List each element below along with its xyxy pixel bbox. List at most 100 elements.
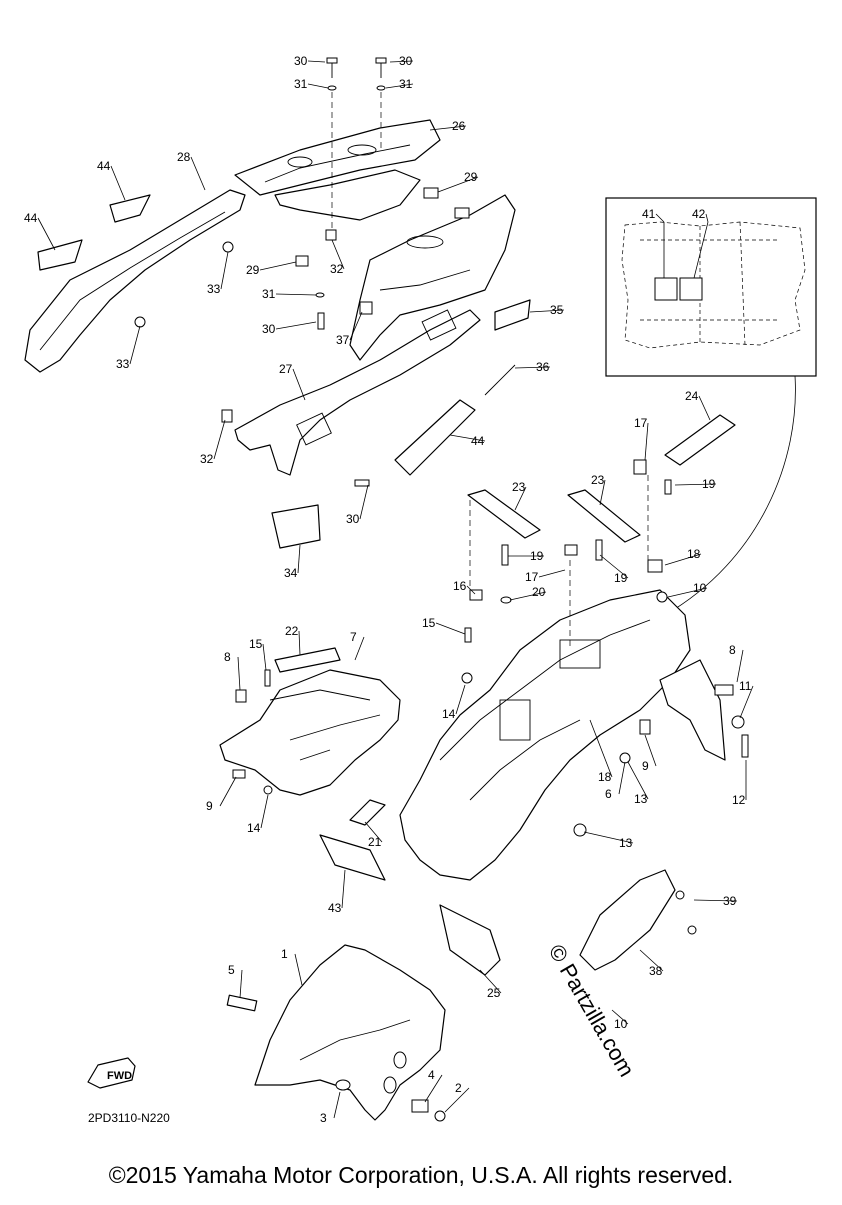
leader-line-44c bbox=[449, 434, 486, 442]
callout-29a: 29 bbox=[464, 170, 478, 184]
leader-line-43 bbox=[341, 869, 346, 909]
leader-line-32b bbox=[213, 419, 226, 460]
leader-line-18a bbox=[664, 553, 702, 566]
callout-17a: 17 bbox=[634, 416, 648, 430]
callout-27: 27 bbox=[279, 362, 293, 376]
callout-11: 11 bbox=[739, 679, 752, 693]
callout-43: 43 bbox=[328, 901, 342, 915]
callout-36: 36 bbox=[536, 360, 550, 374]
callout-8b: 8 bbox=[729, 643, 736, 657]
leader-line-33b bbox=[129, 325, 141, 365]
leader-line-8b bbox=[736, 649, 744, 683]
callout-22: 22 bbox=[285, 624, 299, 638]
leader-line-19a bbox=[674, 483, 717, 486]
callout-23a: 23 bbox=[512, 480, 526, 494]
callout-15a: 15 bbox=[422, 616, 436, 630]
leader-line-9a bbox=[644, 734, 657, 767]
leader-line-21 bbox=[364, 821, 383, 843]
leader-line-13a bbox=[627, 761, 649, 800]
callout-10b: 10 bbox=[614, 1017, 628, 1031]
leader-line-14a bbox=[455, 684, 466, 715]
callout-8a: 8 bbox=[224, 650, 231, 664]
decal-shapes bbox=[37, 194, 531, 549]
callout-33b: 33 bbox=[116, 357, 130, 371]
inset-detail-box bbox=[605, 197, 817, 616]
callout-2: 2 bbox=[455, 1081, 462, 1095]
callout-29b: 29 bbox=[246, 263, 260, 277]
callout-34: 34 bbox=[284, 566, 298, 580]
callout-20: 20 bbox=[532, 585, 546, 599]
reference-code: 2PD3110-N220 bbox=[88, 1111, 170, 1125]
fwd-arrow-icon: FWD bbox=[87, 1057, 136, 1089]
callout-13a: 13 bbox=[634, 792, 648, 806]
leader-line-30b bbox=[389, 60, 414, 63]
leader-line-17a bbox=[644, 422, 649, 461]
callout-17b: 17 bbox=[525, 570, 539, 584]
copyright-notice: ©2015 Yamaha Motor Corporation, U.S.A. A… bbox=[108, 1162, 734, 1188]
callout-16: 16 bbox=[453, 579, 467, 593]
straps-and-brackets bbox=[461, 414, 749, 935]
callout-19b: 19 bbox=[530, 549, 544, 563]
leader-line-6 bbox=[618, 761, 626, 795]
leader-line-29b bbox=[259, 261, 297, 271]
leader-line-16 bbox=[466, 585, 476, 595]
leader-line-3 bbox=[333, 1091, 341, 1119]
callout-9a: 9 bbox=[642, 759, 649, 773]
callout-37: 37 bbox=[336, 333, 350, 347]
callout-28: 28 bbox=[177, 150, 191, 164]
leader-line-30c bbox=[275, 321, 317, 330]
front-fender bbox=[226, 944, 446, 1122]
leader-line-4 bbox=[424, 1074, 443, 1103]
leader-line-44b bbox=[37, 217, 56, 251]
callout-14b: 14 bbox=[247, 821, 261, 835]
leader-line-14b bbox=[260, 794, 269, 829]
callout-30d: 30 bbox=[346, 512, 360, 526]
leader-line-34 bbox=[297, 544, 301, 574]
callout-31c: 31 bbox=[262, 287, 276, 301]
callout-3: 3 bbox=[320, 1111, 327, 1125]
leader-line-23a bbox=[514, 486, 527, 511]
callout-12: 12 bbox=[732, 793, 746, 807]
callout-10a: 10 bbox=[693, 581, 707, 595]
leader-line-2 bbox=[444, 1087, 470, 1113]
callout-18b: 18 bbox=[598, 770, 612, 784]
battery-box bbox=[219, 647, 401, 826]
leader-line-29a bbox=[437, 176, 479, 193]
leader-line-33a bbox=[220, 251, 229, 290]
callout-38: 38 bbox=[649, 964, 663, 978]
callout-9b: 9 bbox=[206, 799, 213, 813]
leader-line-24 bbox=[698, 395, 711, 421]
callout-19c: 19 bbox=[614, 571, 628, 585]
leader-line-26 bbox=[429, 125, 467, 131]
callout-21: 21 bbox=[368, 835, 382, 849]
callout-31b: 31 bbox=[399, 77, 413, 91]
leader-line-41 bbox=[655, 213, 665, 223]
callout-33a: 33 bbox=[207, 282, 221, 296]
rear-cowl-assembly bbox=[24, 119, 516, 476]
callout-13b: 13 bbox=[619, 836, 633, 850]
callout-25: 25 bbox=[487, 986, 501, 1000]
leader-line-35 bbox=[529, 309, 565, 313]
callout-19a: 19 bbox=[702, 477, 716, 491]
callout-4: 4 bbox=[428, 1068, 435, 1082]
leader-line-9b bbox=[219, 776, 237, 807]
callout-44a: 44 bbox=[97, 159, 111, 173]
leader-line-30d bbox=[359, 484, 369, 520]
callout-14a: 14 bbox=[442, 707, 456, 721]
callout-39: 39 bbox=[723, 894, 737, 908]
leader-line-37 bbox=[349, 311, 363, 341]
callout-18a: 18 bbox=[687, 547, 701, 561]
callout-30b: 30 bbox=[399, 54, 413, 68]
callout-31a: 31 bbox=[294, 77, 308, 91]
leader-line-5 bbox=[239, 969, 243, 999]
callout-24: 24 bbox=[685, 389, 699, 403]
leader-line-18b bbox=[589, 719, 613, 778]
fwd-label: FWD bbox=[107, 1070, 132, 1082]
callout-5: 5 bbox=[228, 963, 235, 977]
leader-line-15a bbox=[435, 622, 466, 635]
callout-44c: 44 bbox=[471, 434, 485, 448]
leader-line-10b bbox=[611, 1009, 629, 1025]
